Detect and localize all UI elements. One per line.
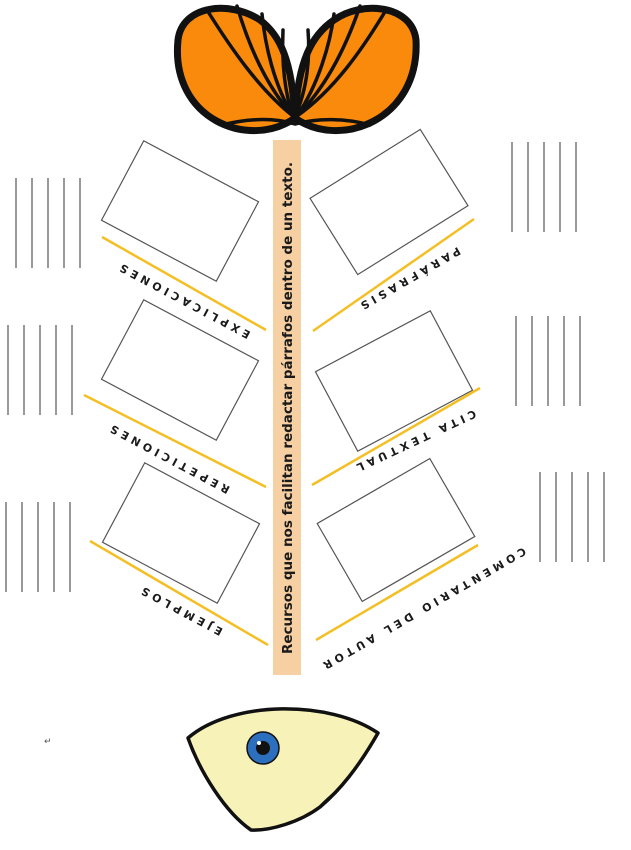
bone-comentario-autor: COMENTARIO DEL AUTOR	[315, 457, 528, 674]
bone-line	[311, 386, 481, 487]
empty-box	[316, 457, 476, 603]
bone-line	[315, 543, 479, 642]
spine-bar	[273, 140, 301, 675]
fish-tail-icon	[174, 4, 420, 135]
empty-box	[314, 309, 474, 453]
empty-box	[101, 461, 261, 605]
bone-line	[89, 539, 269, 647]
bone-line	[312, 217, 475, 333]
bone-explicaciones: EXPLICACIONES	[100, 139, 267, 341]
writing-lines-right-1	[511, 142, 577, 232]
fish-head-icon	[186, 707, 380, 832]
bone-line	[83, 393, 267, 489]
bone-cita-textual: CITA TEXTUAL	[311, 309, 481, 487]
bone-parafrasis: PARÁFRASIS	[309, 128, 475, 333]
empty-box	[100, 298, 260, 442]
return-mark: ↵	[44, 737, 52, 747]
spine-label: Recursos que nos facilitan redactar párr…	[280, 162, 296, 654]
bone-line	[101, 235, 267, 332]
writing-lines-right-2	[515, 316, 581, 406]
bone-ejemplos: EJEMPLOS	[89, 461, 269, 647]
writing-lines-left-1	[15, 178, 81, 268]
writing-lines-right-3	[539, 472, 605, 562]
writing-lines-left-3	[5, 502, 71, 592]
writing-lines-left-2	[7, 325, 73, 415]
empty-box	[309, 128, 469, 276]
empty-box	[100, 139, 260, 283]
fish-eye-icon	[246, 731, 280, 765]
